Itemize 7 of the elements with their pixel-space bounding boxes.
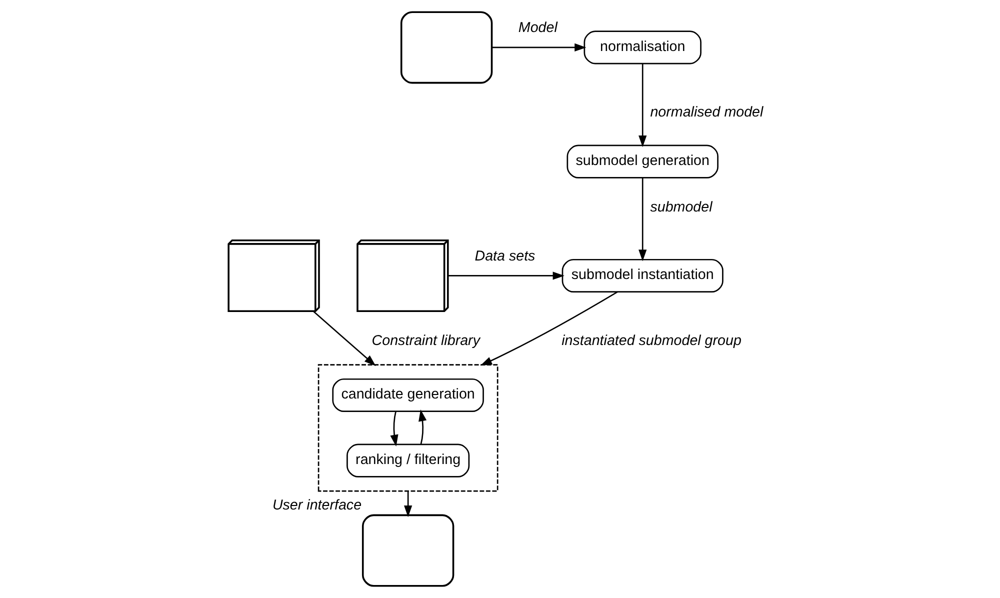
- edge-label: instantiated submodel group: [561, 332, 741, 349]
- edge-label: Constraint library: [371, 332, 480, 349]
- edge-label: Data sets: [474, 248, 535, 264]
- edge-label: submodel: [650, 200, 712, 216]
- edge-label: Model: [518, 20, 557, 36]
- node-label: User interface: [272, 498, 362, 514]
- edge-label: normalised model: [650, 104, 763, 121]
